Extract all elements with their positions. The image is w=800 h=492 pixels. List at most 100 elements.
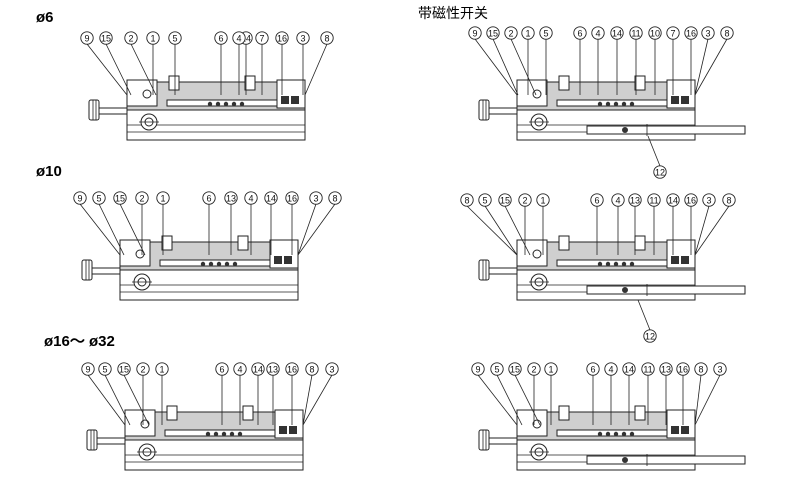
port-right: [242, 405, 254, 421]
part-callout: 5: [92, 191, 106, 205]
part-number: 15: [115, 194, 125, 204]
piston-bead: [605, 431, 611, 437]
part-callout: 6: [590, 193, 604, 207]
part-number: 16: [686, 196, 696, 206]
part-callout: 6: [573, 26, 587, 40]
leader-line: [477, 374, 518, 426]
rod-nut: [88, 99, 100, 121]
piston-bead: [605, 101, 611, 107]
switch-rail: [586, 455, 746, 465]
part-number: 2: [531, 365, 536, 375]
switch-callout: 12: [653, 165, 667, 179]
leader-line: [694, 205, 730, 256]
leader-line: [123, 374, 150, 426]
part-callout: 8: [722, 193, 736, 207]
part-number: 8: [332, 194, 337, 204]
part-number: 8: [324, 34, 329, 44]
piston-bead: [232, 261, 238, 267]
rod-nut: [478, 429, 490, 451]
part-number: 3: [705, 29, 710, 39]
part-callout: 2: [527, 362, 541, 376]
part-number: 2: [139, 194, 144, 204]
endcap-screw: [532, 419, 542, 429]
seal: [274, 256, 282, 264]
port-left: [558, 75, 570, 91]
part-callout: 8: [320, 31, 334, 45]
part-callout: 6: [202, 191, 216, 205]
left-endcap: [126, 79, 158, 107]
part-number: 15: [510, 365, 520, 375]
part-number: 2: [508, 29, 513, 39]
port-left: [166, 405, 178, 421]
rod-extension: [486, 107, 518, 115]
port-left: [558, 235, 570, 251]
cylinder-bl: [86, 405, 304, 471]
part-number: 8: [309, 365, 314, 375]
cylinder-tl: [88, 75, 306, 141]
part-number: 1: [159, 365, 164, 375]
cylinder-tr: [478, 75, 746, 141]
port-right: [237, 235, 249, 251]
leader-line: [105, 43, 132, 96]
leader-line: [504, 205, 531, 256]
piston-bead: [223, 101, 229, 107]
part-callout: 1: [521, 26, 535, 40]
leader-line: [104, 374, 131, 426]
part-number: 11: [649, 196, 658, 206]
part-number: 15: [101, 34, 111, 44]
part-callout: 10: [648, 26, 662, 40]
part-callout: 3: [325, 362, 339, 376]
switch-screw: [622, 127, 628, 133]
part-callout: 8: [460, 193, 474, 207]
part-callout: 5: [98, 362, 112, 376]
switch-rail: [586, 125, 746, 135]
part-callout: 14: [610, 26, 624, 40]
leader-line: [304, 43, 328, 96]
part-callout: 4: [244, 191, 258, 205]
piston-bead: [208, 261, 214, 267]
cylinder-br: [478, 405, 746, 471]
piston-bead: [613, 261, 619, 267]
part-callout: 15: [498, 193, 512, 207]
part-number: 14: [253, 365, 263, 375]
part-number: 14: [668, 196, 678, 206]
seal-2: [291, 96, 299, 104]
part-number: 8: [464, 196, 469, 206]
left-endcap: [124, 409, 156, 437]
part-number: 4: [608, 365, 613, 375]
part-callout: 15: [508, 362, 522, 376]
part-number: 6: [577, 29, 582, 39]
part-callout: 4: [591, 26, 605, 40]
part-number: 5: [172, 34, 177, 44]
part-callout: 16: [676, 362, 690, 376]
port-left: [161, 235, 173, 251]
piston-bead: [629, 261, 635, 267]
part-number: 16: [686, 29, 696, 39]
left-endcap: [516, 239, 548, 267]
part-number: 11: [643, 365, 652, 375]
part-callout: 5: [478, 193, 492, 207]
part-number: 2: [522, 196, 527, 206]
seal-2: [284, 256, 292, 264]
piston-bead: [621, 261, 627, 267]
part-number: 3: [313, 194, 318, 204]
part-number: 13: [661, 365, 671, 375]
title-d10: ø10: [36, 163, 62, 180]
part-number: 4: [248, 194, 253, 204]
rod-nut: [478, 99, 490, 121]
piston-bead: [597, 431, 603, 437]
part-number: 3: [717, 365, 722, 375]
part-callout: 1: [536, 193, 550, 207]
part-callout: 14: [264, 191, 278, 205]
piston-rod: [556, 99, 671, 107]
leader-line: [302, 374, 313, 426]
cylinder-ml: [81, 235, 299, 301]
piston-rod: [556, 429, 671, 437]
piston-bead: [629, 431, 635, 437]
cylinder-mr: [478, 235, 746, 301]
part-callout: 8: [328, 191, 342, 205]
